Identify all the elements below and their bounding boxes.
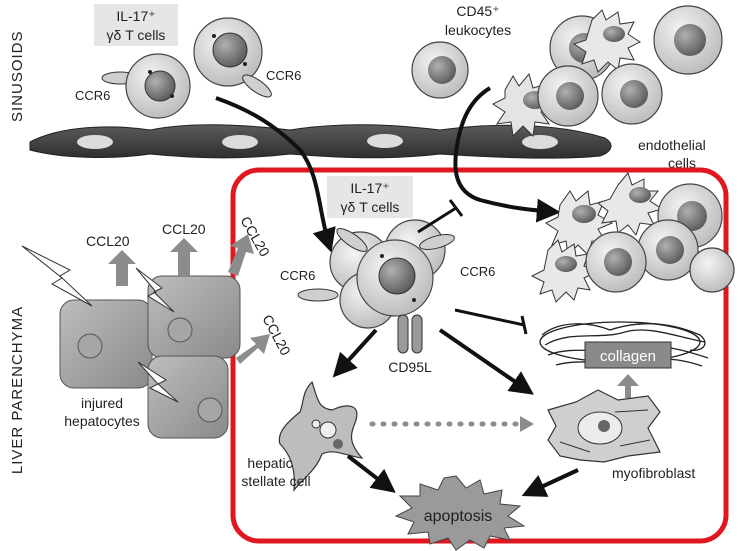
il17-top-label-line2: γδ T cells [107, 27, 166, 43]
endothelial-nucleus [222, 135, 258, 149]
leukocyte-cluster-parenchyma [530, 171, 735, 303]
endothelial-nucleus [77, 135, 113, 149]
injured-label-line2: hepatocytes [64, 413, 140, 429]
collagen-label-box [584, 341, 672, 369]
arrow-myofibroblast-to-apoptosis [521, 468, 579, 497]
il17-mid-label-line1: IL-17⁺ [350, 180, 389, 196]
endothelial-layer [29, 124, 612, 159]
ccl20-arrow [236, 334, 270, 364]
gd-t-cell-top-left [101, 53, 191, 119]
arrow-to-hsc [332, 328, 378, 378]
cd45-label-line1: CD45⁺ [456, 3, 499, 19]
injured-hepatocytes [59, 275, 241, 439]
cd95l-label: CD95L [388, 359, 432, 375]
endothelial-nucleus [367, 134, 403, 148]
cd45-label-line2: leukocytes [445, 22, 511, 38]
region-label-liver-parenchyma: LIVER PARENCHYMA [9, 306, 26, 474]
gd-t-cell-cluster [297, 219, 455, 354]
inhibition-leukocytes [417, 206, 457, 234]
myofibroblast-cell [547, 389, 661, 463]
migration-arrow-leukocytes [453, 86, 561, 223]
arrow-hsc-to-apoptosis [346, 454, 396, 493]
leukocyte-cluster-sinusoid [411, 5, 723, 138]
cd95l-receptor [411, 314, 423, 354]
lightning-icon [135, 267, 175, 313]
ccr6-receptor [242, 74, 272, 98]
migration-arrow-gd-t-cells [215, 96, 336, 253]
hsc-label-line1: hepatic [247, 455, 292, 471]
lightning-icon [137, 361, 179, 403]
ccr6-top-right-label: CCR6 [266, 68, 301, 83]
il17-mid-label-box [327, 176, 413, 218]
il17-top-label-box [94, 4, 178, 46]
gd-t-cell-top-right [193, 17, 272, 98]
endothelial-label-line2: cells [668, 155, 696, 171]
ccr6-mid-left-label: CCR6 [280, 268, 315, 283]
lightning-icon [21, 245, 93, 307]
hepatic-stellate-cell [278, 380, 364, 492]
region-label-sinusoids: SINUSOIDS [9, 30, 26, 122]
ccl20-arrow [108, 250, 136, 286]
myofibroblast-label: myofibroblast [612, 465, 695, 481]
collagen-label: collagen [600, 348, 656, 365]
arrow-to-myofibroblast [438, 328, 534, 395]
ccl20-label-2: CCL20 [162, 221, 206, 237]
il17-mid-label-line2: γδ T cells [341, 199, 400, 215]
ccl20-arrow [170, 238, 198, 276]
apoptosis-label: apoptosis [424, 508, 493, 525]
ccr6-mid-right-label: CCR6 [460, 264, 495, 279]
ccl20-label-1: CCL20 [86, 233, 130, 249]
inhibition-collagen [454, 308, 525, 327]
apoptosis-burst [394, 475, 526, 551]
endothelial-nucleus [522, 135, 558, 149]
cd95l-receptor [397, 314, 409, 354]
hsc-label-line2: stellate cell [241, 473, 310, 489]
injured-label-line1: injured [81, 395, 123, 411]
il17-top-label-line1: IL-17⁺ [116, 8, 155, 24]
ccl20-arrow [228, 234, 254, 276]
arrow-myofibroblast-to-collagen [617, 374, 639, 398]
endothelial-label-line1: endothelial [638, 137, 706, 153]
ccr6-top-left-label: CCR6 [75, 88, 110, 103]
